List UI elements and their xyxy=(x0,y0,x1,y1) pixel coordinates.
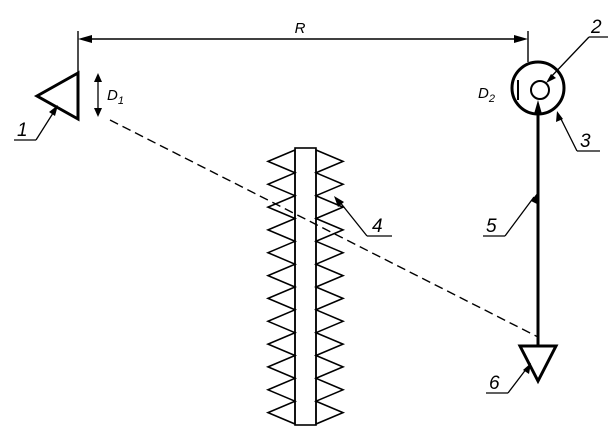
transmitter-height-label: D1 xyxy=(107,87,124,107)
callout-3: 3 xyxy=(556,111,600,152)
receiver-probe: D2 xyxy=(478,60,566,116)
absorber-column xyxy=(265,147,346,426)
transmitter-antenna xyxy=(33,70,80,122)
transmitter-height-dimension: D1 xyxy=(94,73,124,117)
svg-text:6: 6 xyxy=(489,373,500,394)
receiver-element xyxy=(530,80,550,100)
svg-text:3: 3 xyxy=(580,131,591,152)
callout-1: 1 xyxy=(14,105,58,141)
callout-5: 5 xyxy=(483,192,538,237)
callout-6: 6 xyxy=(486,363,531,394)
svg-text:2: 2 xyxy=(590,17,602,38)
distance-label: R xyxy=(295,20,306,37)
ground-antenna xyxy=(517,344,559,385)
receiver-size-label: D2 xyxy=(478,85,495,105)
callout-2: 2 xyxy=(546,17,608,83)
svg-text:4: 4 xyxy=(372,216,383,237)
line-of-sight xyxy=(109,119,539,338)
callout-4: 4 xyxy=(334,196,392,237)
svg-text:5: 5 xyxy=(486,216,497,237)
distance-dimension: R xyxy=(77,20,529,105)
svg-text:1: 1 xyxy=(17,120,28,141)
